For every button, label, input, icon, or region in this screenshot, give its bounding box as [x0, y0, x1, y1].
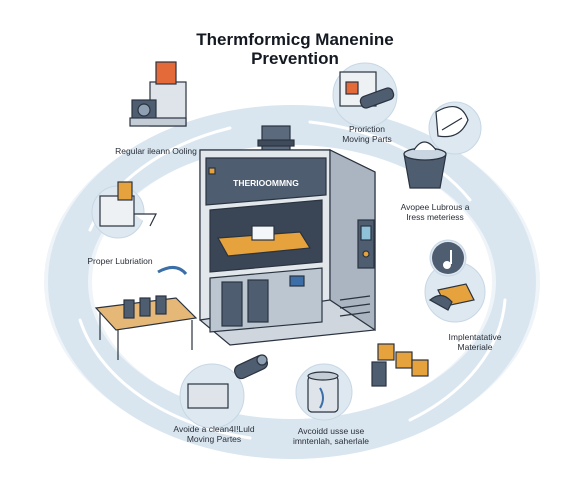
thermoforming-machine: [199, 125, 376, 346]
machine-panel-text: THERIOOMMNG: [233, 178, 299, 188]
lubricant-canister-icon: [307, 371, 339, 413]
label-avoid-lubrous-line-2: Iress meteriess: [406, 212, 464, 222]
roller-press-icon: [187, 354, 268, 409]
music-note-icon: [432, 242, 464, 274]
workbench-icon: [94, 266, 198, 360]
label-avoid-lubrous: Avopee Lubrous a Iress meteriess: [380, 202, 490, 222]
label-avoid-lubrous-line-1: Avopee Lubrous a: [400, 202, 470, 212]
label-avoid-use-line-1: Avcoidd usse use: [297, 426, 365, 436]
cleaning-bucket-icon: [403, 141, 447, 189]
material-blocks-icon: [371, 343, 429, 387]
label-avoid-clean-line-2: Moving Partes: [186, 434, 242, 444]
lubrication-tool-icon: [99, 181, 157, 227]
label-implement: Implentatative Materiale: [420, 332, 530, 352]
label-implement-line-1: Implentatative: [448, 332, 502, 342]
label-protection-line-2: Moving Parts: [342, 134, 392, 144]
machine-part-icon: [129, 61, 187, 127]
label-avoid-clean: Avoide a clean4I!Luld Moving Partes: [156, 424, 272, 444]
leaf-icon: [435, 105, 469, 138]
hand-materials-icon: [428, 283, 475, 311]
title-line-1: Thermformicg Manenine: [196, 30, 394, 49]
roller-guard-icon: [339, 71, 395, 109]
label-protection-line-1: Proriction: [349, 124, 385, 134]
page-title: Thermformicg Manenine Prevention: [150, 30, 440, 68]
label-implement-line-2: Materiale: [457, 342, 493, 352]
label-avoid-use: Avcoidd usse use imntenlah, saherlale: [276, 426, 386, 446]
title-line-2: Prevention: [251, 49, 339, 68]
label-avoid-clean-line-1: Avoide a clean4I!Luld: [173, 424, 255, 434]
label-proper-lubrication: Proper Lubriation: [87, 256, 153, 266]
label-protection: Proriction Moving Parts: [312, 124, 422, 144]
label-avoid-use-line-2: imntenlah, saherlale: [292, 436, 370, 446]
label-regular-cleaning: Regular ileann Ooling: [115, 146, 197, 156]
